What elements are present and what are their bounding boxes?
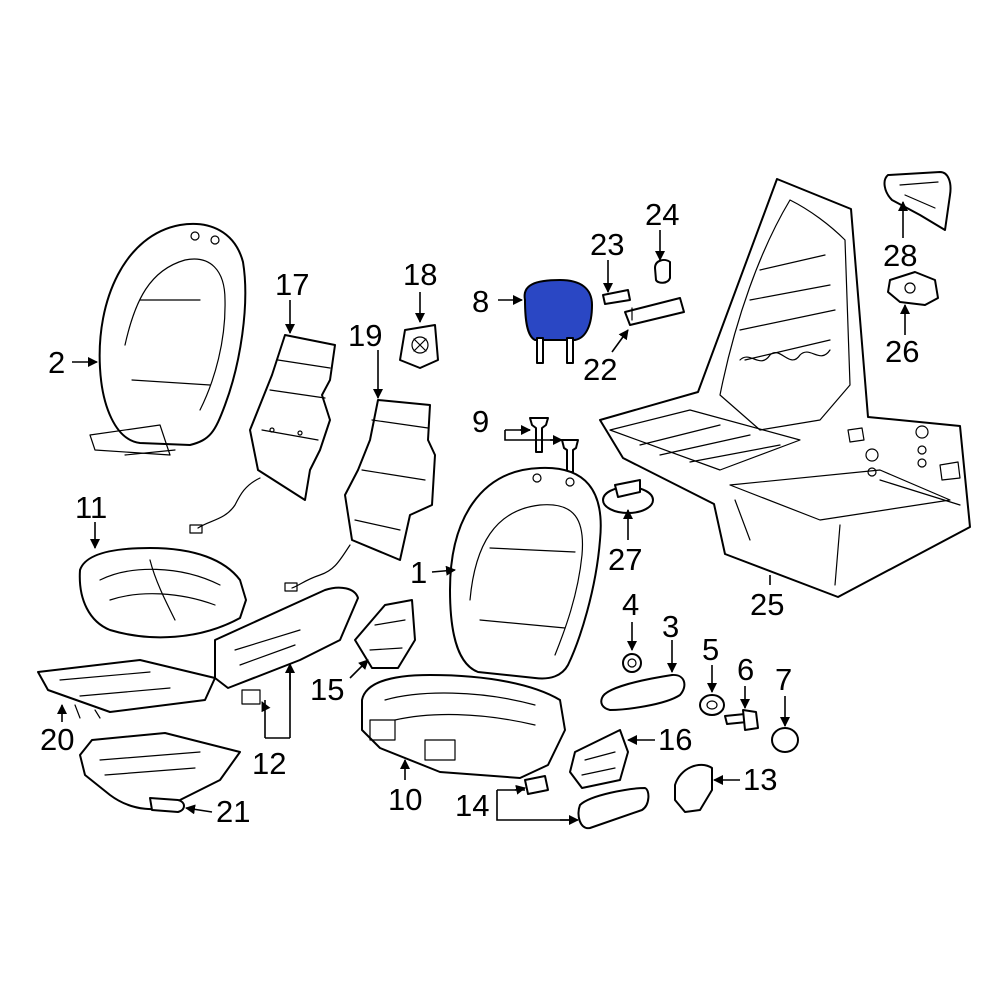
part-20-cushion-pad[interactable] (37, 659, 216, 719)
part-26-motor[interactable] (887, 271, 939, 306)
callout-26: 26 (885, 334, 919, 369)
part-15-bracket[interactable] (354, 599, 416, 669)
part-28-cover[interactable] (883, 171, 952, 231)
callout-20: 20 (40, 722, 74, 757)
callout-8: 8 (472, 284, 489, 319)
part-18-bracket[interactable] (399, 324, 439, 369)
callout-15: 15 (310, 672, 344, 707)
callout-28: 28 (883, 238, 917, 273)
part-23-clip[interactable] (602, 289, 631, 305)
callout-10: 10 (388, 782, 422, 817)
callout-6: 6 (737, 652, 754, 687)
part-10-seat-cushion[interactable] (361, 674, 566, 779)
callout-23: 23 (590, 227, 624, 262)
part-22-guide[interactable] (624, 297, 685, 326)
part-5-grommet[interactable] (699, 694, 725, 716)
part-1-seatback[interactable] (449, 466, 602, 680)
callout-19: 19 (348, 318, 382, 353)
part-24-cap[interactable] (654, 259, 671, 284)
part-9-guides[interactable] (529, 417, 579, 473)
callout-24: 24 (645, 197, 679, 232)
callout-5: 5 (702, 632, 719, 667)
part-2-seatback-cover[interactable] (89, 223, 247, 456)
callout-17: 17 (275, 267, 309, 302)
part-21-seat-pan[interactable] (79, 732, 241, 813)
callout-27: 27 (608, 542, 642, 577)
part-11-cushion-cover[interactable] (78, 547, 247, 639)
callout-3: 3 (662, 609, 679, 644)
part-6-bolt[interactable] (724, 709, 759, 731)
callout-14: 14 (455, 788, 489, 823)
part-27-knob[interactable] (602, 479, 654, 514)
leader-lines (57, 201, 910, 825)
part-3-lever[interactable] (600, 673, 686, 711)
callout-16: 16 (658, 722, 692, 757)
callout-1: 1 (410, 555, 427, 590)
callout-22: 22 (583, 352, 617, 387)
part-7-cap[interactable] (771, 727, 799, 753)
callout-7: 7 (775, 662, 792, 697)
callout-13: 13 (743, 762, 777, 797)
callout-18: 18 (403, 257, 437, 292)
part-8-headrest[interactable] (523, 278, 594, 364)
part-12-side-trim[interactable] (214, 586, 359, 705)
part-14-outer-trim[interactable] (524, 775, 650, 830)
part-4-washer[interactable] (622, 653, 642, 673)
callout-11: 11 (75, 490, 107, 525)
part-25-frame-assembly[interactable] (599, 178, 971, 598)
callout-9: 9 (472, 404, 489, 439)
callout-21: 21 (216, 794, 250, 829)
part-17-seatback-pad[interactable] (189, 334, 336, 534)
callout-2: 2 (48, 345, 65, 380)
callout-12: 12 (252, 746, 286, 781)
part-16-inner-trim[interactable] (569, 729, 629, 789)
callout-labels: 2 17 18 19 8 23 24 22 9 27 28 26 25 11 1… (40, 197, 919, 829)
part-19-back-panel[interactable] (284, 399, 436, 592)
part-13-cover[interactable] (674, 763, 713, 813)
callout-4: 4 (622, 587, 639, 622)
callout-25: 25 (750, 587, 784, 622)
